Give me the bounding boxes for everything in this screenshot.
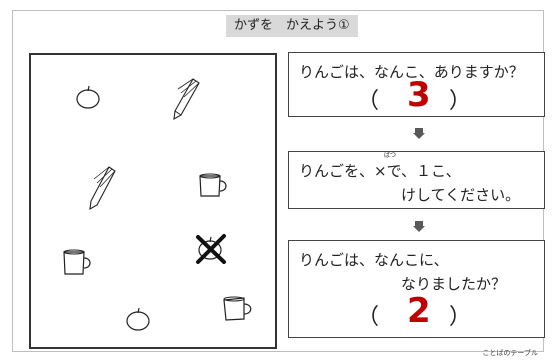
arrow-down-icon xyxy=(413,128,425,139)
question-1-answer: 3 xyxy=(407,75,431,115)
question-1-box: りんごは、なんこ、ありますか？ （ 3 ） xyxy=(288,52,545,117)
question-3-open-paren: （ xyxy=(357,305,380,330)
question-3-line-2: なりましたか？ xyxy=(401,275,507,293)
pencil-icon xyxy=(173,78,200,121)
apple-icon xyxy=(76,85,100,109)
question-2-box: ばつ りんごを、×で、１こ、 けしてください。 xyxy=(288,151,545,209)
mug-icon xyxy=(199,173,227,197)
question-2-line-1: りんごを、×で、１こ、 xyxy=(299,162,461,180)
footer-credit: ことばのテーブル xyxy=(482,349,538,357)
question-3-box: りんごは、なんこに、 なりましたか？ （ 2 ） xyxy=(288,240,545,338)
crossed-apple-icon xyxy=(196,234,226,264)
question-2-line-2: けしてください。 xyxy=(401,186,521,204)
picture-panel xyxy=(29,53,277,349)
arrow-down-icon xyxy=(413,221,425,232)
mug-icon xyxy=(223,296,252,321)
pencil-icon xyxy=(89,166,116,211)
apple-icon xyxy=(126,307,150,331)
mug-icon xyxy=(63,249,91,275)
question-1-text: りんごは、なんこ、ありますか？ xyxy=(299,63,524,81)
question-1-close-paren: ） xyxy=(449,89,472,114)
question-2-ruby: ばつ xyxy=(384,152,397,159)
question-3-line-1: りんごは、なんこに、 xyxy=(299,251,449,269)
question-1-open-paren: （ xyxy=(357,89,380,114)
worksheet-title: かずを かえよう① xyxy=(226,15,358,37)
question-3-close-paren: ） xyxy=(449,305,472,330)
question-3-answer: 2 xyxy=(407,291,431,331)
